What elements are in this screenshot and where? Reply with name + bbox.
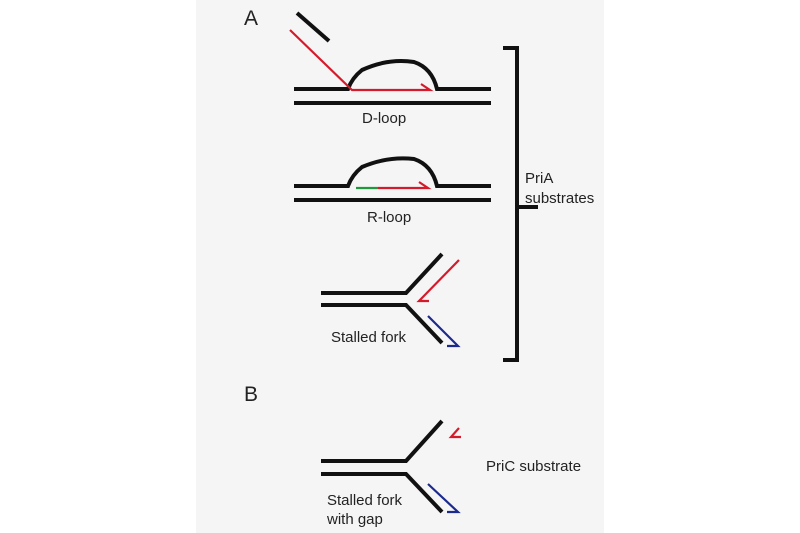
gap-fork-bottom-strand (321, 472, 444, 514)
stalled-fork-bottom-strand (321, 303, 444, 345)
stalled-fork-gap-label-line1: Stalled fork (327, 492, 403, 509)
panel-label-a: A (244, 7, 258, 30)
gap-fork-lagging-strand (427, 483, 461, 514)
d-loop-substrate (289, 11, 491, 105)
gap-fork-short-leading-strand (448, 427, 461, 439)
r-loop-label: R-loop (367, 209, 411, 226)
d-loop-top-strand (294, 59, 491, 91)
r-loop-top-strand (294, 156, 491, 188)
stalled-fork-gap-label-line2: with gap (326, 511, 383, 528)
gap-fork-top-strand (321, 419, 444, 463)
stalled-fork-label: Stalled fork (331, 329, 407, 346)
pric-label: PriC substrate (486, 458, 581, 475)
pria-label-line1: PriA (525, 170, 553, 187)
pria-bracket (503, 46, 538, 362)
stalled-fork-top-strand (321, 252, 444, 295)
d-loop-displaced-strand-end (295, 11, 331, 43)
figure-background (196, 0, 604, 533)
panel-label-b: B (244, 383, 258, 406)
d-loop-label: D-loop (362, 110, 406, 127)
d-loop-invading-strand (289, 29, 434, 92)
pria-label-line2: substrates (525, 190, 594, 207)
stalled-fork-lagging-strand (427, 315, 461, 348)
stalled-fork-with-gap-substrate (321, 419, 461, 514)
stalled-fork-leading-strand (416, 259, 460, 303)
stalled-fork-substrate (321, 252, 461, 348)
r-loop-substrate (294, 156, 491, 202)
r-loop-dna-extension (378, 181, 432, 190)
